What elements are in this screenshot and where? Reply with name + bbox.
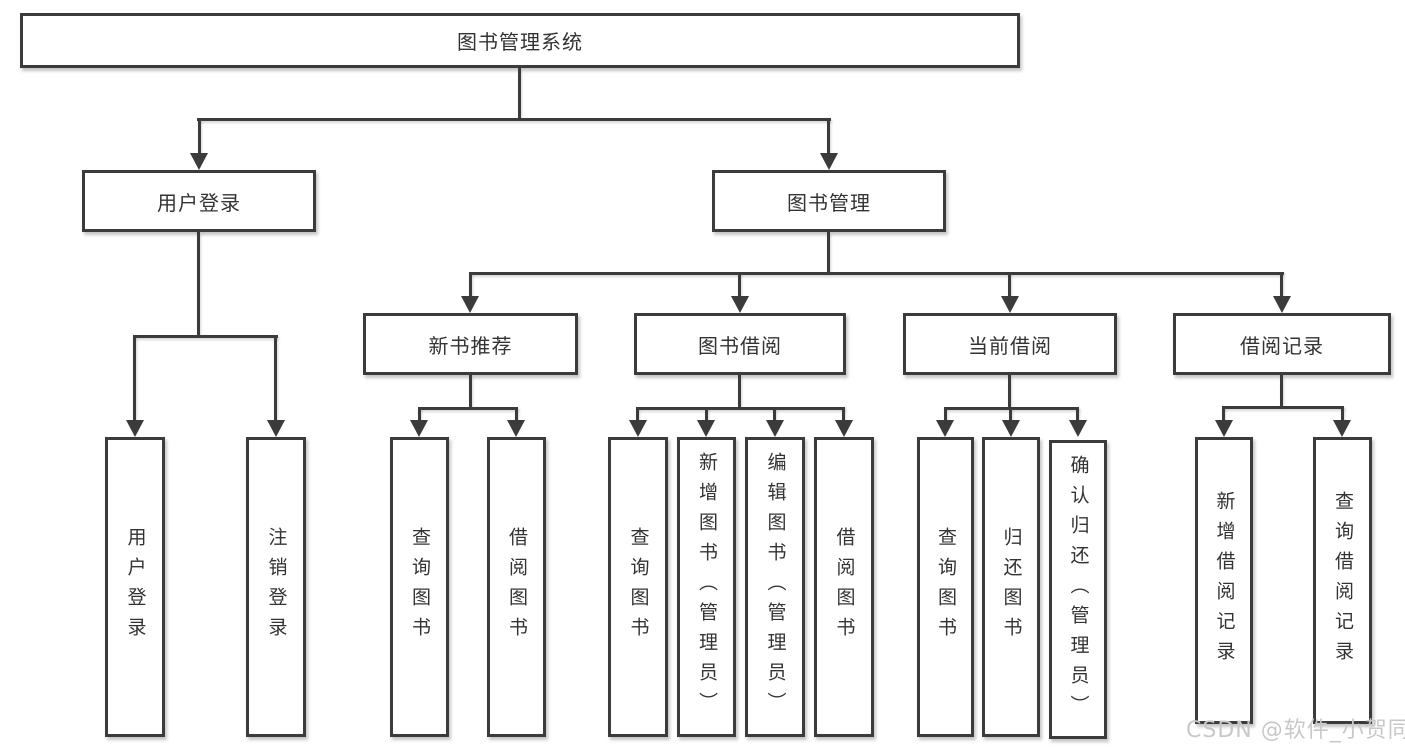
node-label: 当前借阅 [968, 333, 1052, 358]
connector-line [1222, 406, 1344, 409]
connector-line [469, 272, 472, 298]
node-label: 图书管理 [787, 190, 871, 215]
connector-line [469, 375, 472, 407]
node-library-management-system: 图书管理系统 [20, 13, 1020, 68]
connector-line [197, 118, 831, 121]
node-label: 借阅记录 [1240, 333, 1324, 358]
connector-line [705, 407, 708, 422]
node-new-book-recommend: 新书推荐 [363, 313, 578, 375]
arrow-down-icon [267, 420, 285, 437]
node-leaf-query-books: 查询图书 [608, 437, 668, 737]
node-user-login: 用户登录 [82, 170, 316, 232]
node-book-borrowing: 图书借阅 [634, 313, 846, 375]
connector-line [197, 232, 200, 335]
arrow-down-icon [629, 420, 647, 437]
arrow-down-icon [820, 153, 838, 170]
connector-line [1222, 406, 1225, 422]
connector-line [1008, 272, 1011, 298]
node-label: 用户登录 [157, 190, 241, 215]
arrow-down-icon [126, 420, 144, 437]
arrow-down-icon [1001, 296, 1019, 313]
node-label: 用户登录 [124, 527, 147, 647]
node-label: 查询借阅记录 [1332, 490, 1354, 671]
connector-line [133, 335, 278, 338]
node-label: 图书管理系统 [457, 30, 583, 54]
node-label: 查询图书 [409, 527, 431, 647]
node-label: 新增图书（管理员） [696, 452, 718, 722]
connector-line [738, 375, 741, 407]
arrow-down-icon [936, 420, 954, 437]
arrow-down-icon [1273, 296, 1291, 313]
node-leaf-confirm-return-admin: 确认归还（管理员） [1049, 440, 1107, 739]
connector-line [773, 407, 776, 422]
connector-line [469, 272, 1284, 275]
connector-line [418, 407, 421, 422]
connector-line [1341, 406, 1344, 422]
arrow-down-icon [835, 420, 853, 437]
node-label: 借阅图书 [506, 527, 528, 647]
connector-line [827, 118, 830, 156]
arrow-down-icon [190, 153, 208, 170]
connector-line [1008, 375, 1011, 407]
connector-line [944, 407, 947, 422]
node-leaf-query-books: 查询图书 [390, 437, 449, 737]
node-leaf-add-borrow-record: 新增借阅记录 [1195, 437, 1253, 724]
node-label: 注销登录 [265, 527, 288, 647]
node-label: 新增借阅记录 [1213, 490, 1236, 671]
node-leaf-borrow-books: 借阅图书 [487, 437, 546, 737]
arrow-down-icon [1069, 420, 1087, 437]
node-label: 图书借阅 [698, 333, 782, 358]
node-book-management: 图书管理 [712, 170, 946, 232]
node-label: 查询图书 [935, 527, 957, 647]
connector-line [738, 272, 741, 298]
connector-line [636, 407, 639, 422]
arrow-down-icon [766, 420, 784, 437]
arrow-down-icon [507, 420, 525, 437]
arrow-down-icon [1215, 420, 1233, 437]
arrow-down-icon [410, 420, 428, 437]
node-label: 借阅图书 [833, 527, 856, 647]
connector-line [636, 407, 845, 410]
arrow-down-icon [1333, 420, 1351, 437]
connector-line [515, 407, 518, 422]
connector-line [274, 335, 277, 422]
connector-line [133, 335, 136, 422]
node-borrowing-records: 借阅记录 [1173, 313, 1391, 375]
node-label: 查询图书 [627, 527, 650, 647]
connector-line [518, 68, 521, 118]
arrow-down-icon [731, 296, 749, 313]
connector-line [1280, 375, 1283, 406]
node-leaf-return-books: 归还图书 [982, 437, 1040, 737]
connector-line [842, 407, 845, 422]
connector-line [198, 118, 201, 156]
arrow-down-icon [461, 296, 479, 313]
node-leaf-edit-book-admin: 编辑图书（管理员） [745, 437, 805, 737]
connector-line [1009, 407, 1012, 422]
node-leaf-query-books: 查询图书 [917, 437, 974, 737]
node-current-borrowing: 当前借阅 [903, 313, 1117, 375]
node-label: 编辑图书（管理员） [764, 452, 787, 722]
node-leaf-add-book-admin: 新增图书（管理员） [677, 437, 736, 737]
node-label: 新书推荐 [428, 333, 513, 358]
csdn-watermark: CSDN @软件_小贺同学 [1186, 718, 1405, 743]
connector-line [418, 407, 518, 410]
arrow-down-icon [1002, 420, 1020, 437]
node-leaf-borrow-books: 借阅图书 [814, 437, 874, 737]
node-label: 确认归还（管理员） [1067, 454, 1090, 725]
connector-line [1280, 272, 1283, 298]
arrow-down-icon [697, 420, 715, 437]
node-leaf-query-borrow-record: 查询借阅记录 [1313, 437, 1372, 724]
node-leaf-user-login: 用户登录 [105, 437, 165, 737]
node-leaf-logout: 注销登录 [246, 437, 306, 737]
connector-line [827, 232, 830, 272]
connector-line [1076, 407, 1079, 422]
node-label: 归还图书 [1000, 527, 1023, 647]
